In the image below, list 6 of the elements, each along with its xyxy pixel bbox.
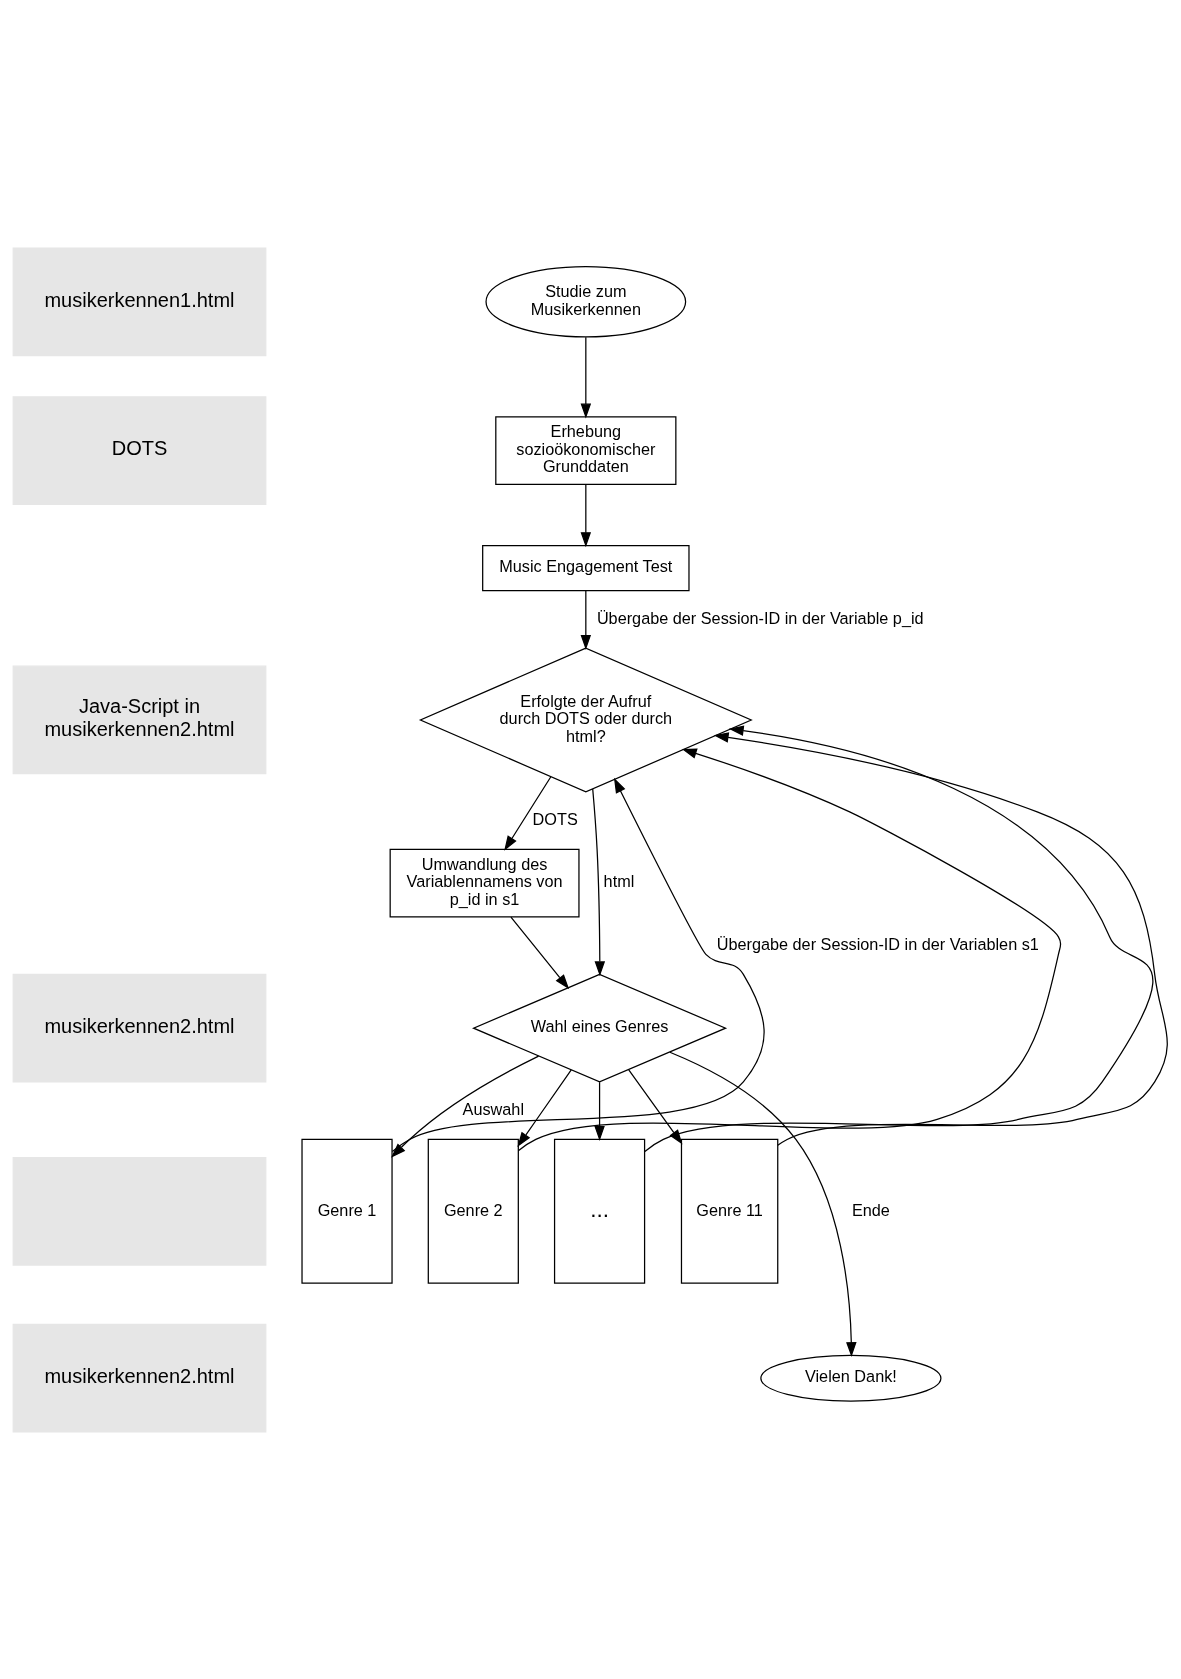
edge-label: html: [603, 871, 635, 890]
edge-label: Ende: [851, 1200, 890, 1219]
edge-label: Übergabe der Session-ID in der Variable p_id: [596, 608, 924, 627]
edge-label: Auswahl: [462, 1099, 525, 1118]
edge-label: Übergabe der Session-ID in der Variablen s1: [716, 934, 1039, 953]
edge-label: DOTS: [532, 809, 578, 828]
